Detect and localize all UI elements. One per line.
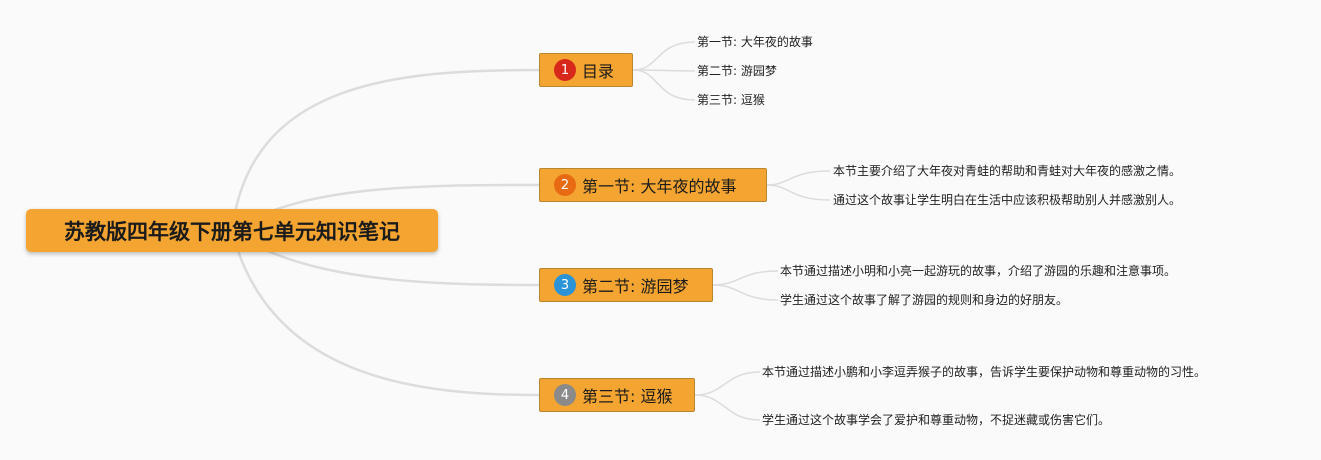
leaf-section-3-lesson[interactable]: 学生通过这个故事学会了爱护和尊重动物，不捉迷藏或伤害它们。 <box>762 413 1111 427</box>
branch-node-section-3[interactable]: 4 第三节: 逗猴 <box>539 378 695 412</box>
connector-b2-leaf-1 <box>766 170 831 186</box>
branch-label: 第三节: 逗猴 <box>582 387 673 406</box>
branch-label: 第一节: 大年夜的故事 <box>582 177 737 196</box>
leaf-toc-1[interactable]: 第一节: 大年夜的故事 <box>697 35 813 49</box>
leaf-section-1-summary[interactable]: 本节主要介绍了大年夜对青蛙的帮助和青蛙对大年夜的感激之情。 <box>833 164 1182 178</box>
branch-label: 目录 <box>582 62 615 81</box>
number-1-icon: 1 <box>554 59 576 81</box>
leaf-section-1-lesson[interactable]: 通过这个故事让学生明白在生活中应该积极帮助别人并感激别人。 <box>833 193 1182 207</box>
branch-label: 第二节: 游园梦 <box>582 277 689 296</box>
branch-node-section-1[interactable]: 2 第一节: 大年夜的故事 <box>539 168 767 202</box>
connector-b3-leaf-1 <box>712 270 779 286</box>
number-4-icon: 4 <box>554 384 576 406</box>
connector-root-branch-1 <box>230 68 541 232</box>
connector-b1-leaf-2 <box>632 69 696 72</box>
leaf-section-2-summary[interactable]: 本节通过描述小明和小亮一起游玩的故事，介绍了游园的乐趣和注意事项。 <box>780 264 1177 278</box>
connector-b2-leaf-2 <box>766 184 831 201</box>
branch-node-section-2[interactable]: 3 第二节: 游园梦 <box>539 268 713 302</box>
connector-b3-leaf-2 <box>712 284 779 301</box>
root-label: 苏教版四年级下册第七单元知识笔记 <box>64 219 400 244</box>
connector-b4-leaf-1 <box>694 371 761 396</box>
leaf-toc-2[interactable]: 第二节: 游园梦 <box>697 64 777 78</box>
number-2-icon: 2 <box>554 174 576 196</box>
leaf-section-3-summary[interactable]: 本节通过描述小鹏和小李逗弄猴子的故事，告诉学生要保护动物和尊重动物的习性。 <box>762 365 1207 379</box>
connector-b4-leaf-2 <box>694 394 761 421</box>
leaf-toc-3[interactable]: 第三节: 逗猴 <box>697 93 765 107</box>
root-node[interactable]: 苏教版四年级下册第七单元知识笔记 <box>26 209 438 252</box>
leaf-section-2-lesson[interactable]: 学生通过这个故事了解了游园的规则和身边的好朋友。 <box>780 293 1069 307</box>
connector-b1-leaf-1 <box>632 41 696 71</box>
connector-root-branch-4 <box>230 230 541 397</box>
number-3-icon: 3 <box>554 274 576 296</box>
branch-node-toc[interactable]: 1 目录 <box>539 53 633 87</box>
connector-b1-leaf-3 <box>632 69 696 101</box>
